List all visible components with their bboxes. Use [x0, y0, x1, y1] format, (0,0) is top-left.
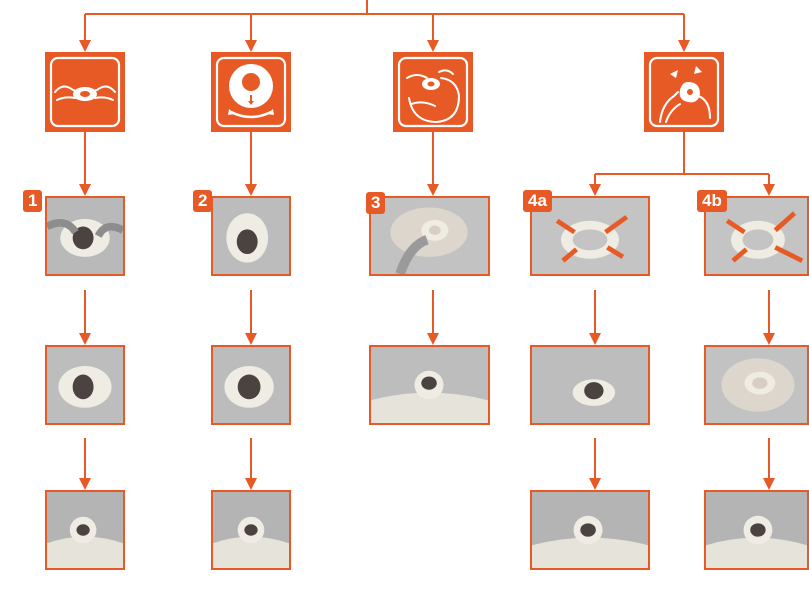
- step-3-badge: 3: [366, 192, 385, 214]
- hands-stretching-ring-icon: [45, 52, 125, 132]
- step-1-photo-pouch-applied: [45, 490, 125, 570]
- step-1-badge: 1: [23, 190, 42, 212]
- step-3-photo-ring-on-pouch: [369, 196, 490, 276]
- step-2-photo-pouch-applied: [211, 490, 291, 570]
- ring-on-pouch-icon: [393, 52, 473, 132]
- ring-shaping-down-icon: [211, 52, 291, 132]
- step-4a-photo-ring-applied: [530, 345, 650, 425]
- step-4a-badge: 4a: [523, 190, 552, 212]
- fingers-stretching-ring-icon: [644, 52, 724, 132]
- step-4a-photo-pouch-applied: [530, 490, 650, 570]
- step-4b-badge: 4b: [697, 190, 727, 212]
- step-4b-photo-ring-on-pouch: [704, 345, 809, 425]
- step-1-photo-ring-applied: [45, 345, 125, 425]
- step-2-badge: 2: [193, 190, 212, 212]
- step-2-photo-shape-ring: [211, 196, 291, 276]
- step-2-photo-ring-applied: [211, 345, 291, 425]
- step-4b-photo-pouch-applied: [704, 490, 809, 570]
- step-3-photo-pouch-applied: [369, 345, 490, 425]
- step-1-photo-stretch-ring: [45, 196, 125, 276]
